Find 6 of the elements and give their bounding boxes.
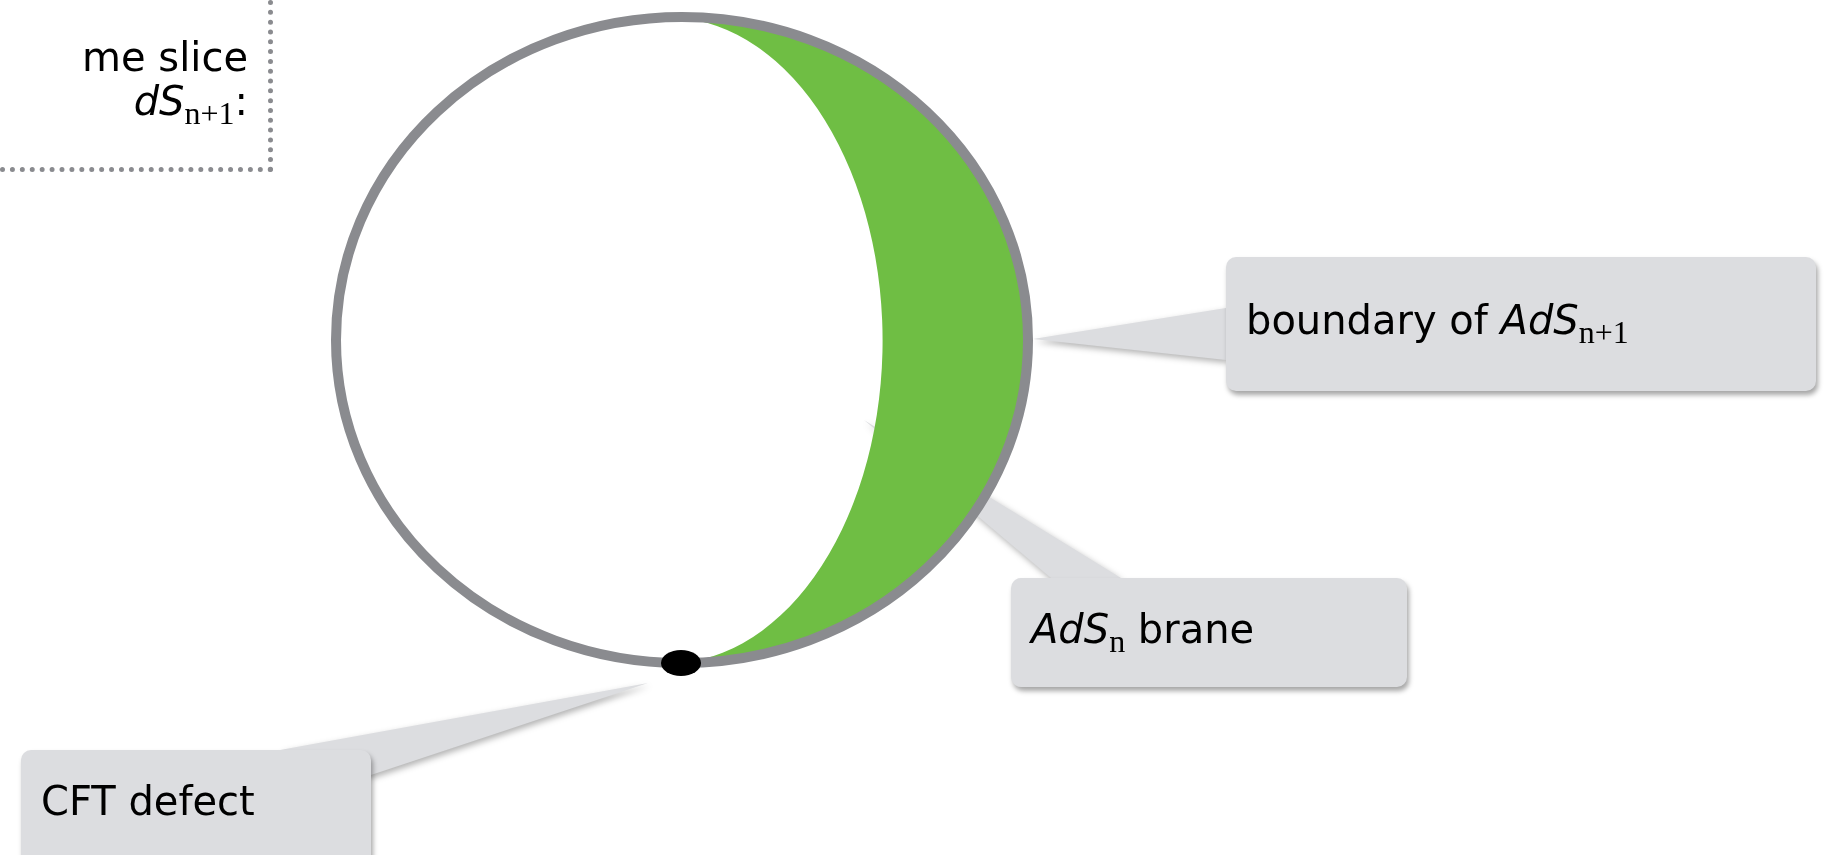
- callout-box: AdS$_{n}$ brane: [1011, 578, 1407, 687]
- defect-dot: [661, 650, 701, 676]
- callout-box: CFT defect: [21, 750, 371, 855]
- callout-box: boundary of AdS$_{n+1}$: [1226, 257, 1816, 391]
- note-box: me slice dS$_{n+1}$:: [0, 0, 273, 172]
- callout-pointer: [1033, 308, 1226, 360]
